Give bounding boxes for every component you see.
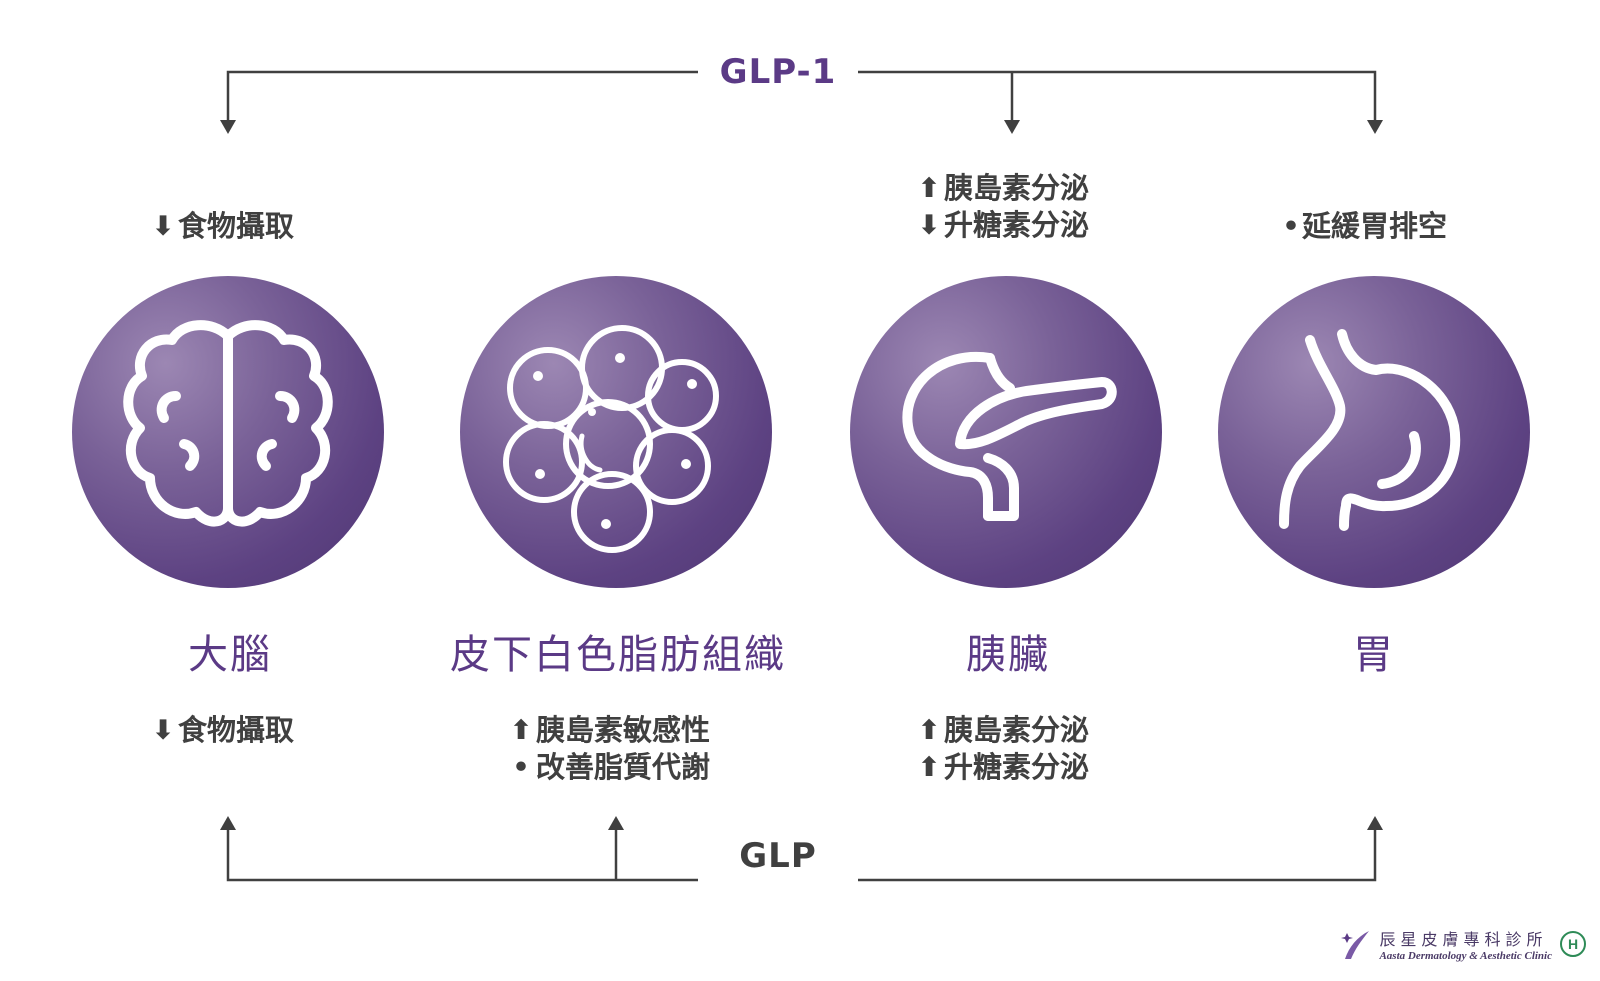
- arrow-up-fat: [608, 816, 624, 830]
- organ-label-pancreas: 胰臟: [966, 632, 1050, 678]
- effect-text: 升糖素分泌: [944, 750, 1090, 784]
- effect-text: 胰島素分泌: [944, 171, 1090, 205]
- top-line-left: [226, 70, 698, 122]
- effect-text: 胰島素敏感性: [536, 713, 711, 747]
- arrow-down-brain: [220, 120, 236, 134]
- glp1-effect-stomach: •延緩胃排空: [1282, 208, 1447, 245]
- top-line-right: [858, 70, 1377, 122]
- arrow-down-stomach: [1367, 120, 1383, 134]
- brain-icon: [123, 320, 333, 527]
- glp-effect-brain: ⬇食物攝取: [150, 712, 294, 749]
- brain-circle: [72, 276, 384, 588]
- effect-text: 胰島素分泌: [944, 713, 1090, 747]
- arrow-up-icon: ⬆: [509, 715, 533, 746]
- effect-text: 食物攝取: [178, 713, 295, 747]
- organ-label-fat: 皮下白色脂肪組織: [450, 632, 786, 678]
- stomach-circle: [1218, 276, 1530, 588]
- pancreas-icon: [902, 351, 1117, 521]
- glp1-header: GLP-1: [719, 52, 837, 92]
- arrow-up-brain: [220, 816, 236, 830]
- bullet-icon: •: [512, 752, 530, 783]
- glp-effect-fat: ⬆胰島素敏感性 •改善脂質代謝: [508, 712, 710, 786]
- glp1-effect-brain: ⬇食物攝取: [150, 208, 294, 245]
- effect-text: 升糖素分泌: [944, 208, 1090, 242]
- arrow-up-stomach: [1367, 816, 1383, 830]
- glp-header: GLP: [739, 836, 817, 876]
- stomach-icon: [1279, 329, 1461, 531]
- bottom-line-left: [226, 828, 698, 882]
- glp1-effect-pancreas: ⬆胰島素分泌 ⬇升糖素分泌: [916, 170, 1089, 244]
- arrow-down-icon: ⬇: [151, 715, 175, 746]
- effect-text: 食物攝取: [178, 209, 295, 243]
- effect-text: 延緩胃排空: [1302, 209, 1448, 243]
- clinic-subtitle: Aasta Dermatology & Aesthetic Clinic: [1379, 950, 1552, 962]
- arrow-down-pancreas: [1004, 120, 1020, 134]
- bottom-line-right: [858, 828, 1377, 882]
- effect-text: 改善脂質代謝: [536, 750, 711, 784]
- arrow-up-icon: ⬆: [917, 173, 941, 204]
- clinic-name: 辰星皮膚專科診所: [1379, 930, 1548, 949]
- clinic-logo: 辰星皮膚專科診所 Aasta Dermatology & Aesthetic C…: [1339, 926, 1586, 962]
- bullet-icon: •: [1282, 211, 1300, 242]
- fat-cells-icon: [503, 325, 719, 553]
- arrow-down-icon: ⬇: [151, 211, 175, 242]
- fat-circle: [460, 276, 772, 588]
- pancreas-circle: [850, 276, 1162, 588]
- arrow-up-icon: ⬆: [917, 715, 941, 746]
- arrow-down-icon: ⬇: [917, 210, 941, 241]
- star-feather-icon: [1341, 931, 1370, 959]
- hospital-badge-icon: H: [1560, 931, 1586, 957]
- organ-label-stomach: 胃: [1353, 632, 1395, 678]
- arrow-up-icon: ⬆: [917, 752, 941, 783]
- glp-effect-pancreas: ⬆胰島素分泌 ⬆升糖素分泌: [916, 712, 1089, 786]
- organ-label-brain: 大腦: [188, 632, 272, 678]
